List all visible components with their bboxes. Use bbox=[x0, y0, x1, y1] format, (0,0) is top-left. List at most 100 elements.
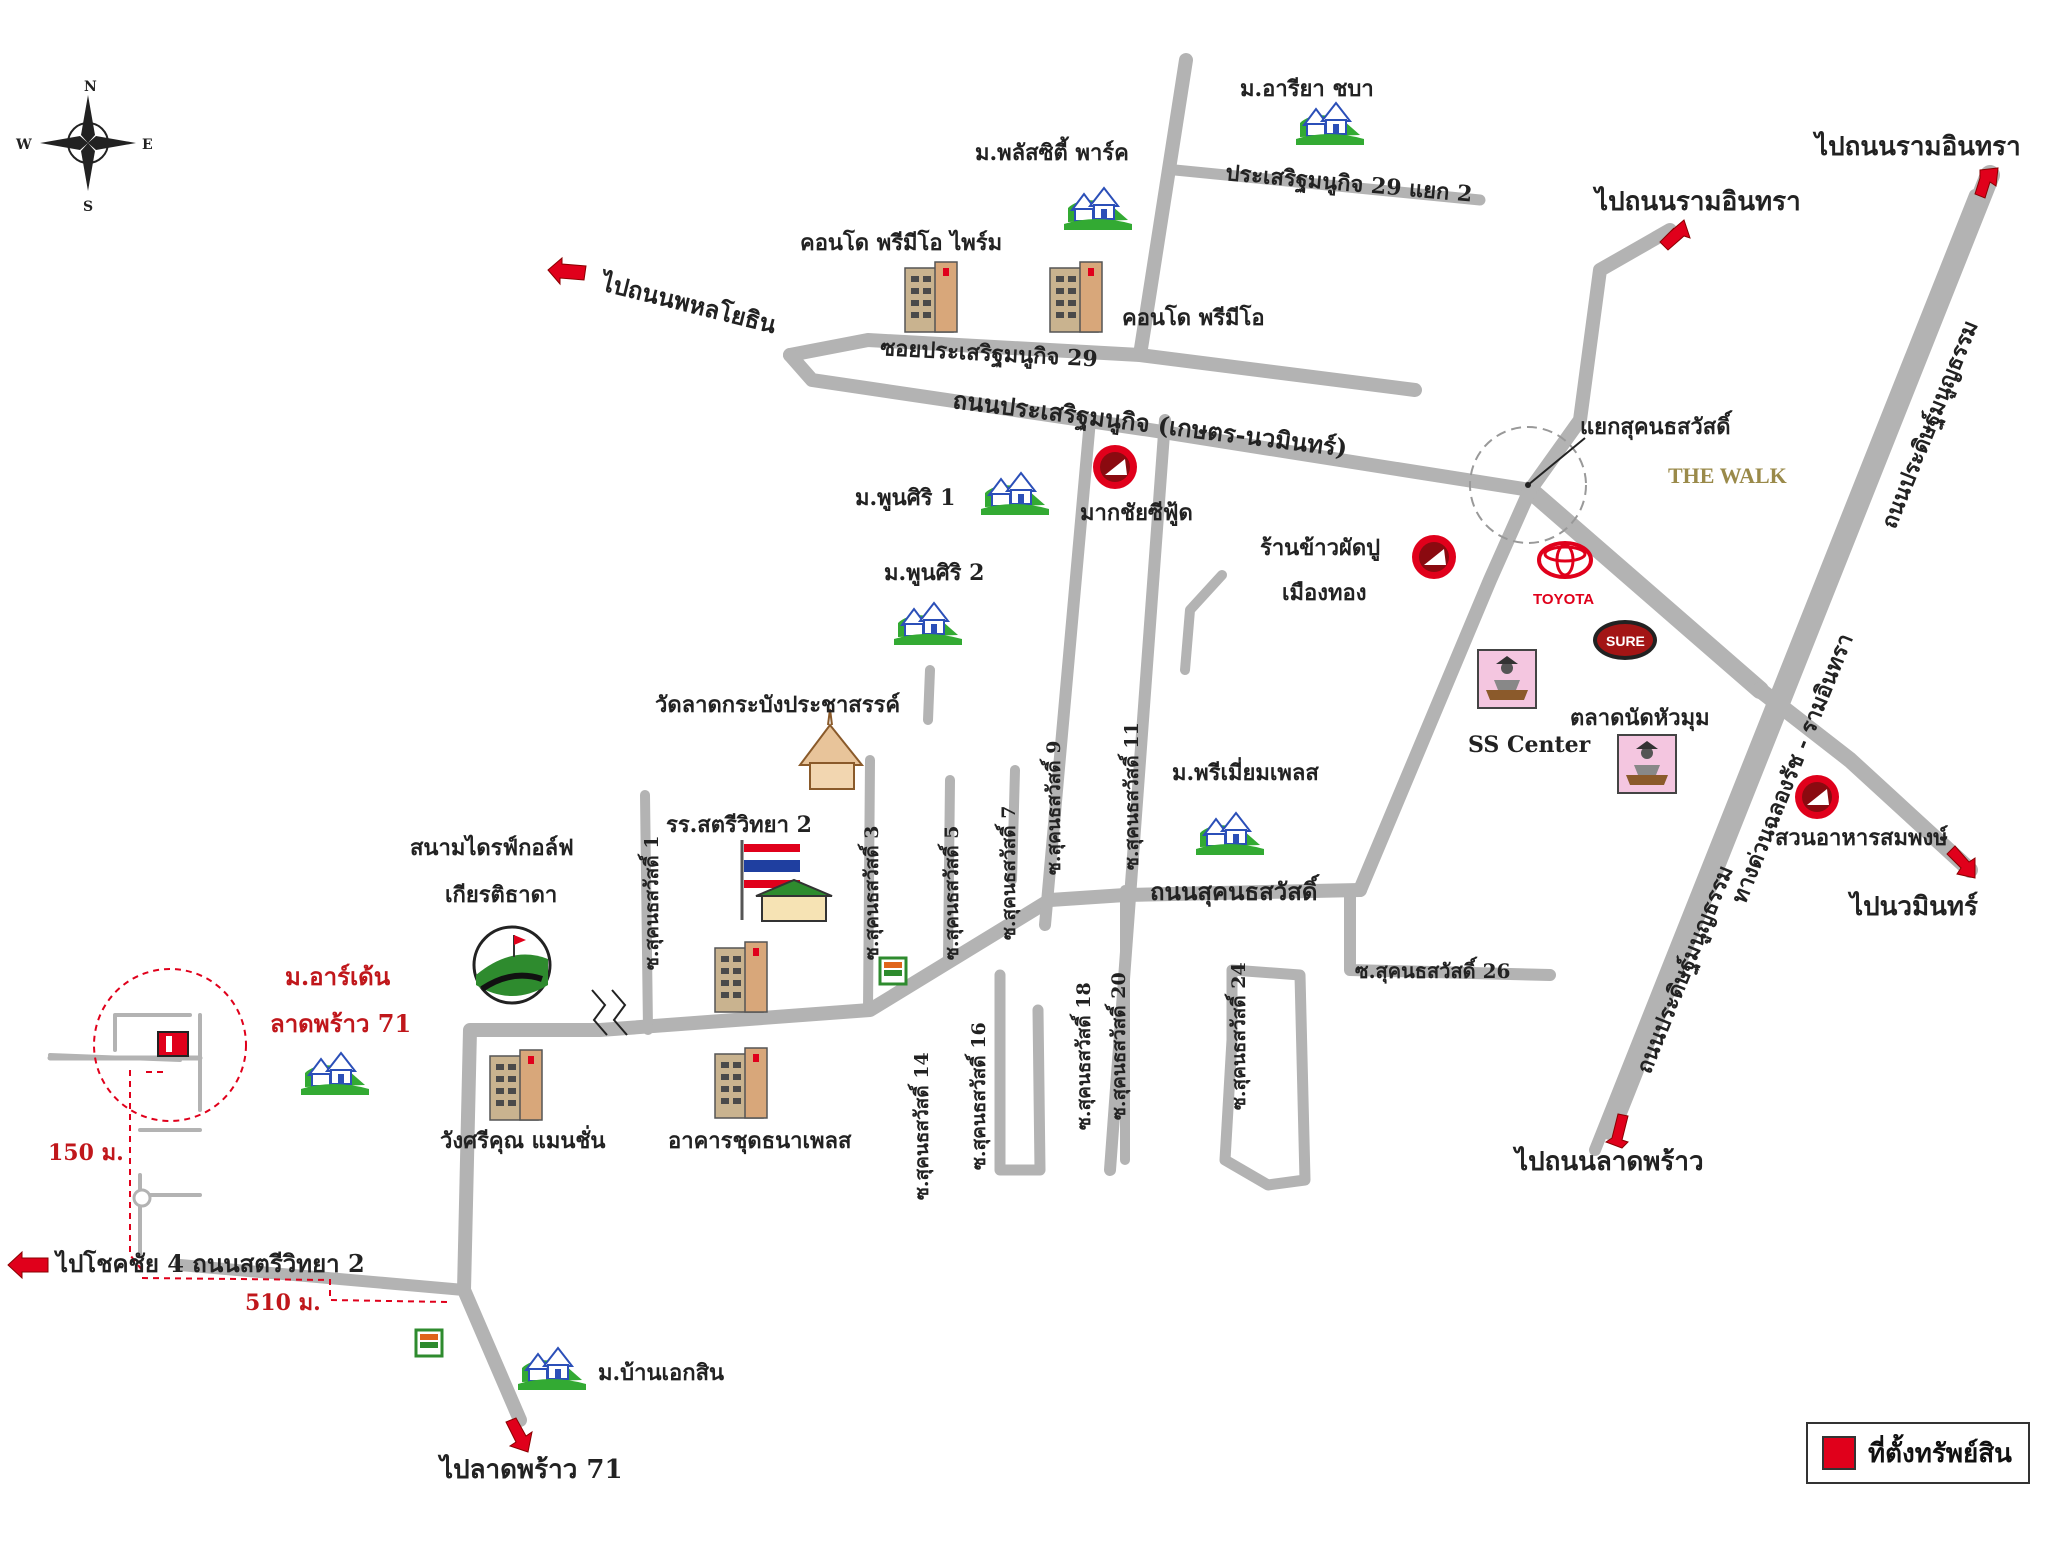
label-prasert-29-yaek2: ประเสริฐมนูกิจ 29 แยก 2 bbox=[1224, 160, 1473, 208]
building-condo-prime-icon bbox=[904, 261, 958, 333]
house-poonsiri1-icon bbox=[980, 472, 1050, 516]
arrow-chokchai-icon bbox=[7, 1250, 49, 1280]
label-poonsiri1: ม.พูนศิริ 1 bbox=[855, 485, 955, 512]
label-thana: อาคารชุดธนาเพลส bbox=[668, 1128, 852, 1155]
direction-arrows bbox=[7, 167, 1999, 1453]
market-icon bbox=[1617, 734, 1677, 794]
label-to-phaholyothin: ไปถนนพหลโยธิน bbox=[596, 267, 780, 339]
arrow-nawamin-icon bbox=[1946, 845, 1976, 879]
compass-w: W bbox=[15, 137, 32, 153]
sure-logo-icon: SURE bbox=[1593, 620, 1657, 660]
label-aria: ม.อารียา ชบา bbox=[1240, 76, 1374, 102]
label-ss-center: SS Center bbox=[1468, 732, 1591, 758]
label-soi11: ซ.สุคนธสวัสดิ์ 11 bbox=[1117, 722, 1144, 870]
pin-suan-ahan-icon bbox=[1795, 775, 1839, 819]
place-labels: ม.อารียา ชบา ม.พลัสซิตี้ พาร์ค คอนโด พรี… bbox=[270, 76, 1948, 1386]
temple-icon bbox=[798, 708, 865, 790]
label-soi14: ซ.สุคนธสวัสดิ์ 14 bbox=[907, 1052, 934, 1200]
arrow-phaholyothin-icon bbox=[547, 256, 587, 286]
label-soi9: ซ.สุคนธสวัสดิ์ 9 bbox=[1039, 741, 1066, 875]
label-soi7: ซ.สุคนธสวัสดิ์ 7 bbox=[994, 806, 1021, 940]
label-soi5: ซ.สุคนธสวัสดิ์ 5 bbox=[937, 826, 964, 960]
label-school: รร.สตรีวิทยา 2 bbox=[666, 812, 812, 838]
arrow-ramintra-icon bbox=[1659, 219, 1691, 251]
label-soi18: ซ.สุคนธสวัสดิ์ 18 bbox=[1069, 982, 1096, 1130]
pin-restaurant-icon bbox=[1412, 535, 1456, 579]
label-ekasin: ม.บ้านเอกสิน bbox=[598, 1360, 724, 1386]
compass-n: N bbox=[84, 79, 97, 95]
label-mk: มากชัยซีฟู้ด bbox=[1080, 500, 1193, 527]
toyota-logo-icon: TOYOTA bbox=[1533, 541, 1594, 608]
label-to-nawamin: ไปนวมินทร์ bbox=[1847, 890, 1978, 922]
arrow-ladprao71-icon bbox=[505, 1417, 533, 1453]
legend-swatch bbox=[1822, 1436, 1856, 1470]
label-soi26: ซ.สุคนธสวัสดิ์ 26 bbox=[1355, 956, 1510, 984]
sure-label: SURE bbox=[1606, 633, 1645, 649]
label-junction: แยกสุคนธสวัสดิ์ bbox=[1580, 410, 1733, 441]
label-village-prime: ม.พรีเมี่ยมเพลส bbox=[1172, 756, 1319, 786]
label-to-ladprao-road: ไปถนนลาดพร้าว bbox=[1512, 1145, 1704, 1177]
label-soi20: ซ.สุคนธสวัสดิ์ 20 bbox=[1104, 972, 1131, 1120]
building-thana-place-icon bbox=[714, 1047, 768, 1119]
label-to-ramintra-1: ไปถนนรามอินทรา bbox=[1592, 185, 1801, 217]
bridge-break bbox=[591, 989, 628, 1036]
the-walk-logo-icon: THE WALK bbox=[1668, 463, 1787, 488]
label-wangsri: วังศรีคุณ แมนชั่น bbox=[440, 1124, 605, 1155]
legend-label: ที่ตั้งทรัพย์สิน bbox=[1868, 1438, 2012, 1469]
label-prasert-main: ถนนประเสริฐมนูกิจ (เกษตร-นวมินทร์) bbox=[951, 385, 1349, 464]
buildings bbox=[489, 261, 1103, 1121]
label-distance-510: 510 ม. bbox=[245, 1290, 321, 1316]
distance-markers bbox=[93, 968, 449, 1303]
label-poonsiri2: ม.พูนศิริ 2 bbox=[884, 560, 984, 587]
label-soi16: ซ.สุคนธสวัสดิ์ 16 bbox=[964, 1022, 991, 1170]
label-soi1: ซ.สุคนธสวัสดิ์ 1 bbox=[637, 836, 664, 970]
label-soi24: ซ.สุคนธสวัสดิ์ 24 bbox=[1224, 962, 1251, 1110]
seven-eleven-icon bbox=[414, 956, 908, 1358]
label-soi3: ซ.สุคนธสวัสดิ์ 3 bbox=[857, 826, 884, 960]
label-restaurant-2: เมืองทอง bbox=[1282, 580, 1366, 606]
compass-rose: N S E W bbox=[15, 79, 153, 215]
label-golf-1: สนามไดรฟ์กอล์ฟ bbox=[410, 834, 574, 861]
house-poonsiri2-icon bbox=[893, 602, 963, 646]
school-flag-icon bbox=[740, 840, 833, 922]
building-thana-icon bbox=[714, 941, 768, 1013]
label-golf-2: เกียรติธาดา bbox=[445, 882, 557, 908]
arrow-ramintra2-icon bbox=[1974, 167, 1999, 199]
label-condo-primo: คอนโด พรีมีโอ bbox=[1122, 304, 1265, 331]
pin-mk-icon bbox=[1093, 445, 1137, 489]
arrow-ladprao-road-icon bbox=[1604, 1113, 1629, 1149]
house-arden-icon bbox=[300, 1052, 370, 1096]
label-to-chokchai: ไปโชคชัย 4 ถนนสตรีวิทยา 2 bbox=[53, 1249, 365, 1278]
junction-circle bbox=[1469, 426, 1587, 544]
label-wat: วัดลาดกระบังประชาสรรค์ bbox=[655, 692, 900, 718]
legend: ที่ตั้งทรัพย์สิน bbox=[1806, 1422, 2030, 1484]
label-suan-ahan: สวนอาหารสมพงษ์ bbox=[1775, 825, 1948, 851]
label-pradit-bottom: ถนนประดิษฐ์มนูญธรรม bbox=[1631, 862, 1739, 1078]
house-plus-city-icon bbox=[1063, 187, 1133, 231]
house-aria-icon bbox=[1295, 102, 1365, 146]
label-condo-prime: คอนโด พรีมีโอ ไพร์ม bbox=[800, 229, 1002, 256]
compass-e: E bbox=[142, 137, 153, 153]
label-to-ramintra-2: ไปถนนรามอินทรา bbox=[1812, 130, 2021, 162]
label-plus-city: ม.พลัสซิตี้ พาร์ค bbox=[975, 136, 1129, 166]
label-market: ตลาดนัดหัวมุม bbox=[1570, 705, 1710, 732]
toyota-label: TOYOTA bbox=[1533, 591, 1594, 608]
label-prasert-soi29: ซอยประเสริฐมนูกิจ 29 bbox=[880, 335, 1099, 373]
label-arden-2: ลาดพร้าว 71 bbox=[270, 1009, 411, 1038]
label-to-ladprao71: ไปลาดพร้าว 71 bbox=[437, 1453, 623, 1485]
compass-s: S bbox=[83, 199, 93, 215]
the-walk-label: THE WALK bbox=[1668, 463, 1787, 488]
label-restaurant-1: ร้านข้าวผัดปู bbox=[1260, 535, 1380, 562]
road-network bbox=[47, 53, 2000, 1427]
property-marker bbox=[157, 1031, 189, 1057]
building-condo-primo-icon bbox=[1049, 261, 1103, 333]
ss-center-icon bbox=[1477, 649, 1537, 709]
building-wangsri-icon bbox=[489, 1049, 543, 1121]
house-prime-place-icon bbox=[1195, 812, 1265, 856]
golf-icon bbox=[472, 925, 552, 1005]
label-sukhon: ถนนสุคนธสวัสดิ์ bbox=[1150, 874, 1320, 908]
label-arden-1: ม.อาร์เด้น bbox=[285, 962, 391, 991]
house-ekasin-icon bbox=[517, 1347, 587, 1391]
label-distance-150: 150 ม. bbox=[48, 1140, 124, 1166]
